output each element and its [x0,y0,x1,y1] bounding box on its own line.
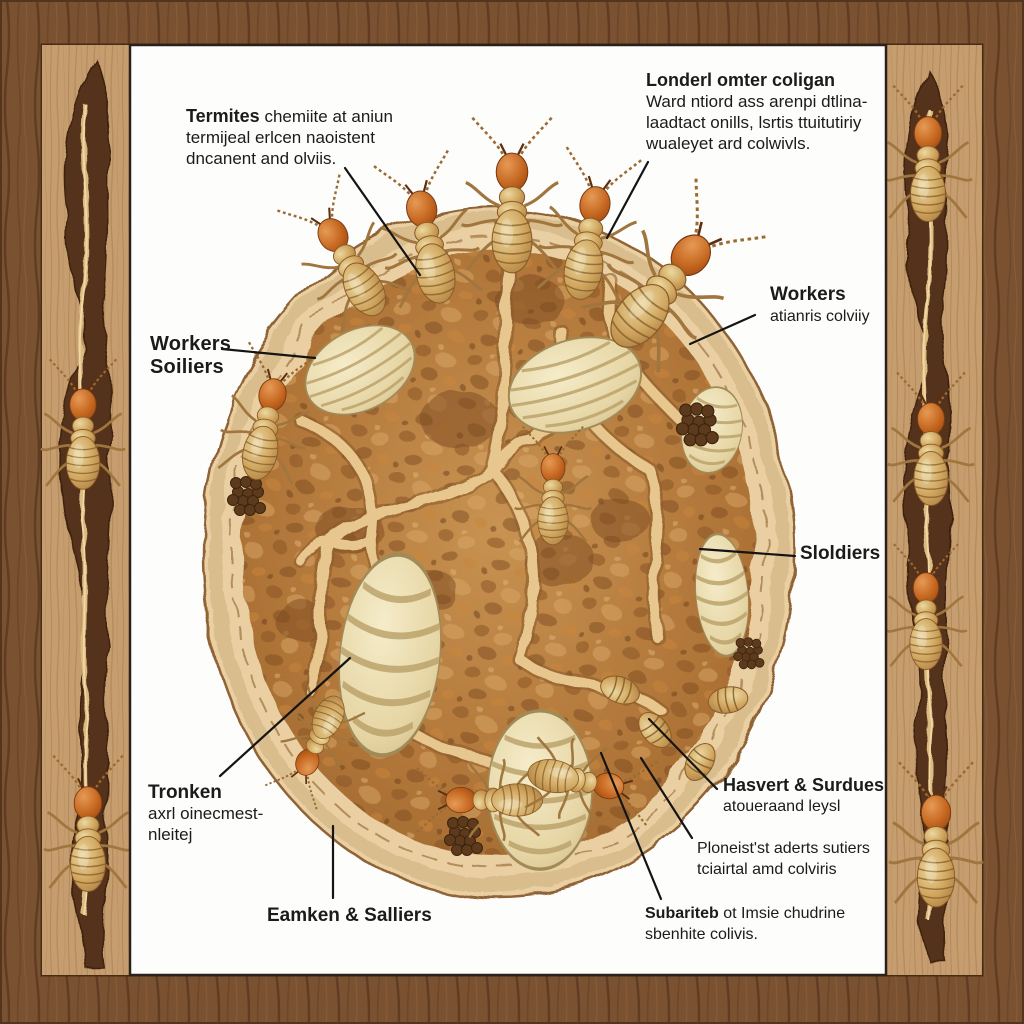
leader-line [220,347,317,360]
label-title: Termites [186,106,260,126]
label-text: axrl oinecmest- [148,804,264,823]
label-soldiers: Sloldiers [800,543,880,565]
label-title: Londerl omter coligan [646,70,836,90]
label-text: nleitej [148,825,193,844]
label-termites-note: Termites chemiite at aniun termijeal erl… [186,106,436,169]
leader-line [688,313,757,346]
nest-illustration [200,115,796,899]
label-workers-soldiers: Workers Soiliers [150,333,231,379]
leader-line [698,547,797,558]
label-text: sbenhite colivis. [645,926,758,943]
leader-line [218,656,352,778]
leader-line [639,756,694,840]
label-text: tciairtal amd colviris [697,861,837,878]
leader-lines [218,160,797,901]
label-text: Ward ntiord ass arenpi dtlina- [646,92,868,111]
label-colony-note: Londerl omter coligan Ward ntiord ass ar… [646,70,906,154]
label-title: Workers [150,333,232,355]
leader-line [599,751,663,901]
label-workers: Workers atianris colviiy [770,284,870,327]
right-wood-strip [882,45,985,975]
label-ploneist: Ploneist'st aderts sutiers tciairtal amd… [697,838,870,880]
label-text: laadtact onills, lsrtis ttuitutiriy [646,113,862,132]
leader-line [605,160,650,240]
label-text: dncanent and olviis. [186,149,337,168]
label-subtitle: atianris colviiy [770,308,870,325]
label-title: Workers [770,284,846,305]
label-subariteb: Subariteb ot Imsie chudrine sbenhite col… [645,903,845,945]
label-tronken: Tronken axrl oinecmest- nleitej [148,782,263,845]
label-title: Soiliers [150,356,224,378]
label-eamken: Eamken & Salliers [267,905,432,927]
label-harvest: Hasvert & Surdues atoueraand leysl [723,774,884,817]
label-text: wualeyet ard colwivls. [646,134,811,153]
label-title: Tronken [148,782,222,803]
label-text: termijeal erlcen naoistent [186,128,375,147]
leader-line [647,717,719,791]
label-title: Eamken & Salliers [267,905,432,926]
label-text: chemiite at aniun [264,107,393,126]
label-title: Hasvert & Surdues [723,775,885,795]
left-wood-strip [39,45,134,975]
label-text: Ploneist'st aderts sutiers [697,840,870,857]
label-title: Sloldiers [800,543,881,564]
termite-gallery [59,58,113,969]
label-subtitle: atoueraand leysl [723,798,841,815]
label-title: Subariteb [645,905,719,922]
label-text: ot Imsie chudrine [723,905,846,922]
leader-line [343,166,422,277]
